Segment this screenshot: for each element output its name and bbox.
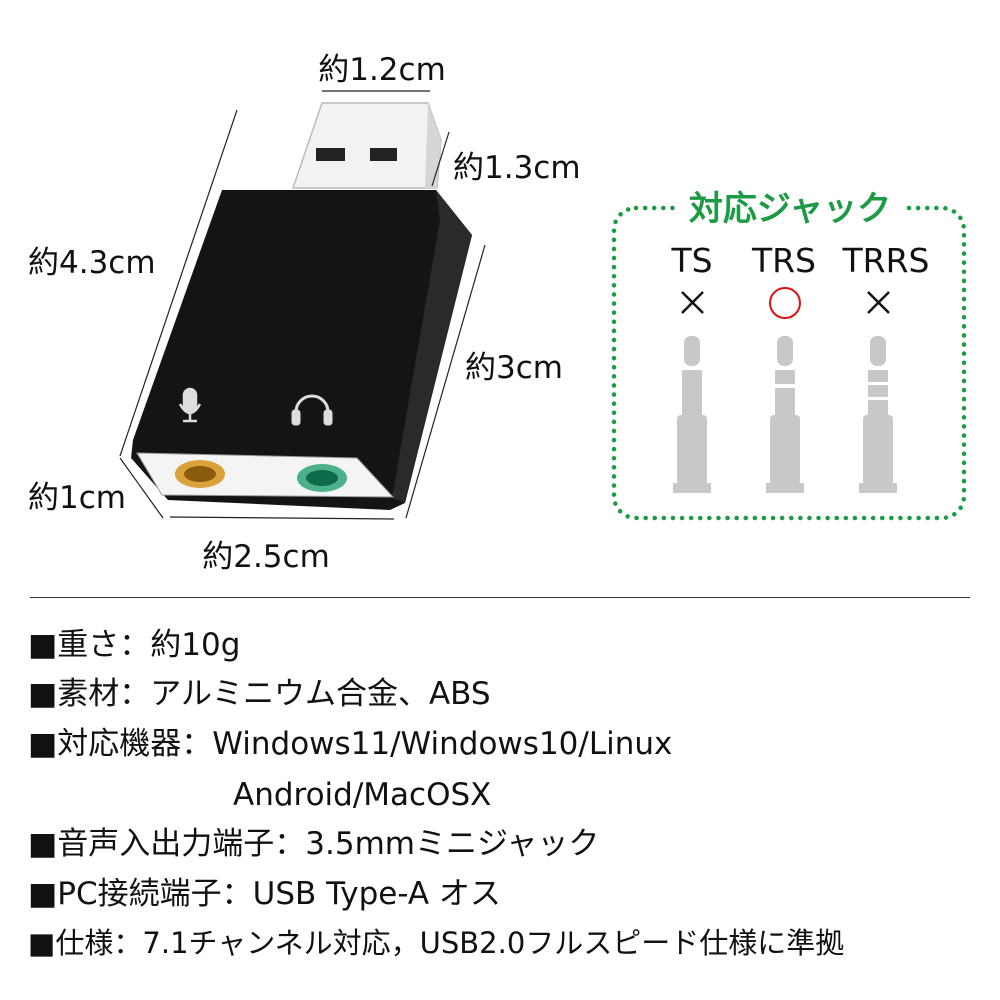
dimension-thickness: 約1cm bbox=[28, 480, 126, 516]
jack-label-trrs: TRRS bbox=[842, 241, 930, 280]
supported-jack-box: 対応ジャック TS TRS TRRS bbox=[611, 186, 967, 521]
dimension-plug-length: 約1.3cm bbox=[453, 150, 581, 186]
spec-weight: ■重さ：約10g bbox=[28, 627, 241, 663]
adapter-body bbox=[131, 190, 472, 510]
spec-pc-connector: ■PC接続端子：USB Type-A オス bbox=[28, 876, 501, 912]
jack-plug-illustrations bbox=[673, 336, 897, 493]
headphones-icon bbox=[291, 394, 333, 426]
usb-plug bbox=[291, 102, 442, 189]
spec-compatible-devices: ■対応機器：Windows11/Windows10/Linux bbox=[28, 726, 673, 762]
jack-box-title: 対応ジャック bbox=[689, 189, 891, 229]
jack-label-trs: TRS bbox=[751, 241, 816, 280]
ts-plug-icon bbox=[673, 336, 711, 493]
divider bbox=[30, 597, 970, 598]
dimension-body-width: 約2.5cm bbox=[202, 539, 330, 575]
spec-material: ■素材：アルミニウム合金、ABS bbox=[28, 676, 491, 712]
dimension-lines bbox=[119, 90, 486, 520]
supported-icon bbox=[769, 287, 801, 319]
microphone-icon bbox=[178, 387, 202, 423]
dimension-body-length: 約3cm bbox=[465, 350, 563, 386]
dimension-plug-width: 約1.2cm bbox=[318, 52, 446, 88]
trs-plug-icon bbox=[766, 336, 804, 493]
dimension-total-length: 約4.3cm bbox=[28, 245, 156, 281]
jack-label-ts: TS bbox=[670, 241, 712, 280]
trrs-plug-icon bbox=[859, 336, 897, 493]
not-supported-icon bbox=[867, 291, 890, 314]
not-supported-icon bbox=[681, 291, 704, 314]
spec-compatible-devices-cont: Android/MacOSX bbox=[233, 777, 492, 813]
spec-audio-ports: ■音声入出力端子：3.5mmミニジャック bbox=[28, 826, 600, 862]
spec-features: ■仕様：7.1チャンネル対応，USB2.0フルスピード仕様に準拠 bbox=[28, 926, 845, 960]
product-illustration: 約1.2cm 約1.3cm 約4.3cm 約3cm 約1cm 約2.5cm 対応… bbox=[28, 52, 967, 575]
